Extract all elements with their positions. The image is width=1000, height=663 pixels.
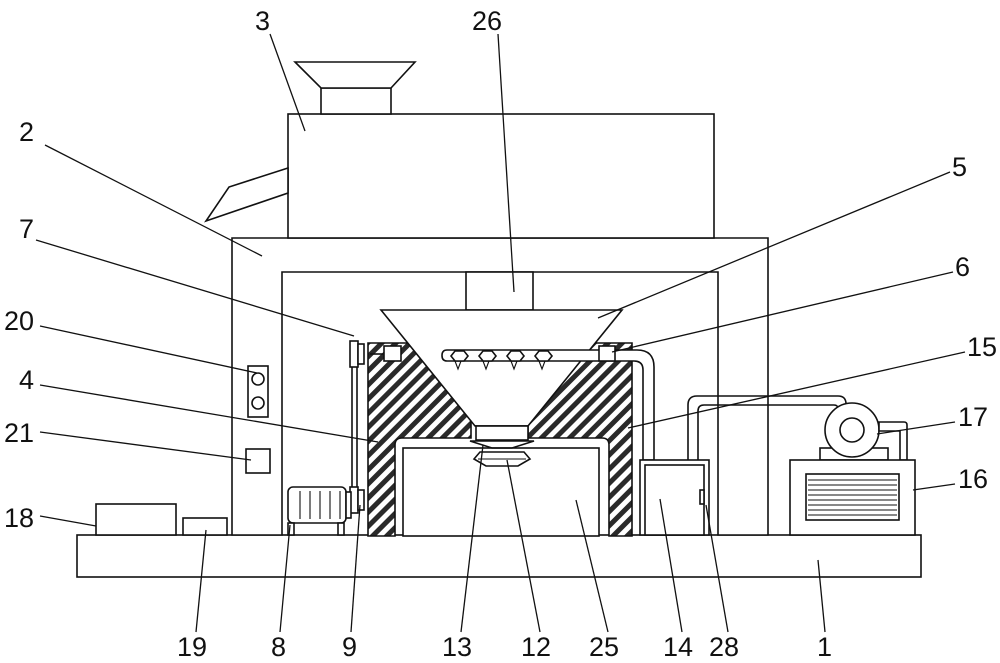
label-7: 7 [19, 214, 34, 244]
label-21: 21 [4, 418, 34, 448]
label-5: 5 [952, 152, 967, 182]
control-panel [245, 365, 271, 474]
spray-pipe [441, 349, 847, 461]
label-12: 12 [521, 632, 551, 662]
cooling-unit [789, 459, 916, 536]
label-4: 4 [19, 365, 34, 395]
label-2: 2 [19, 117, 34, 147]
side-box-19 [182, 517, 228, 536]
label-16: 16 [958, 464, 988, 494]
label-3: 3 [255, 6, 270, 36]
drive-motor [287, 486, 352, 536]
label-17: 17 [958, 402, 988, 432]
grinding-roller [469, 425, 535, 467]
belt-drive [349, 340, 365, 514]
label-13: 13 [442, 632, 472, 662]
label-1: 1 [817, 632, 832, 662]
label-15: 15 [967, 332, 997, 362]
water-tank [639, 459, 710, 536]
leader-lines [35, 33, 966, 633]
label-25: 25 [589, 632, 619, 662]
side-box-18 [95, 503, 177, 536]
label-28: 28 [709, 632, 739, 662]
label-6: 6 [955, 252, 970, 282]
drop-column [465, 271, 534, 311]
top-crushing-box [204, 61, 715, 239]
part-labels: 3 26 2 5 7 6 20 15 4 21 17 16 18 19 8 9 … [4, 6, 997, 662]
label-20: 20 [4, 306, 34, 336]
label-19: 19 [177, 632, 207, 662]
label-18: 18 [4, 503, 34, 533]
hopper-brackets [370, 345, 616, 362]
label-9: 9 [342, 632, 357, 662]
pump [819, 402, 908, 461]
label-26: 26 [472, 6, 502, 36]
label-14: 14 [663, 632, 693, 662]
label-8: 8 [271, 632, 286, 662]
base-plate [76, 534, 922, 578]
